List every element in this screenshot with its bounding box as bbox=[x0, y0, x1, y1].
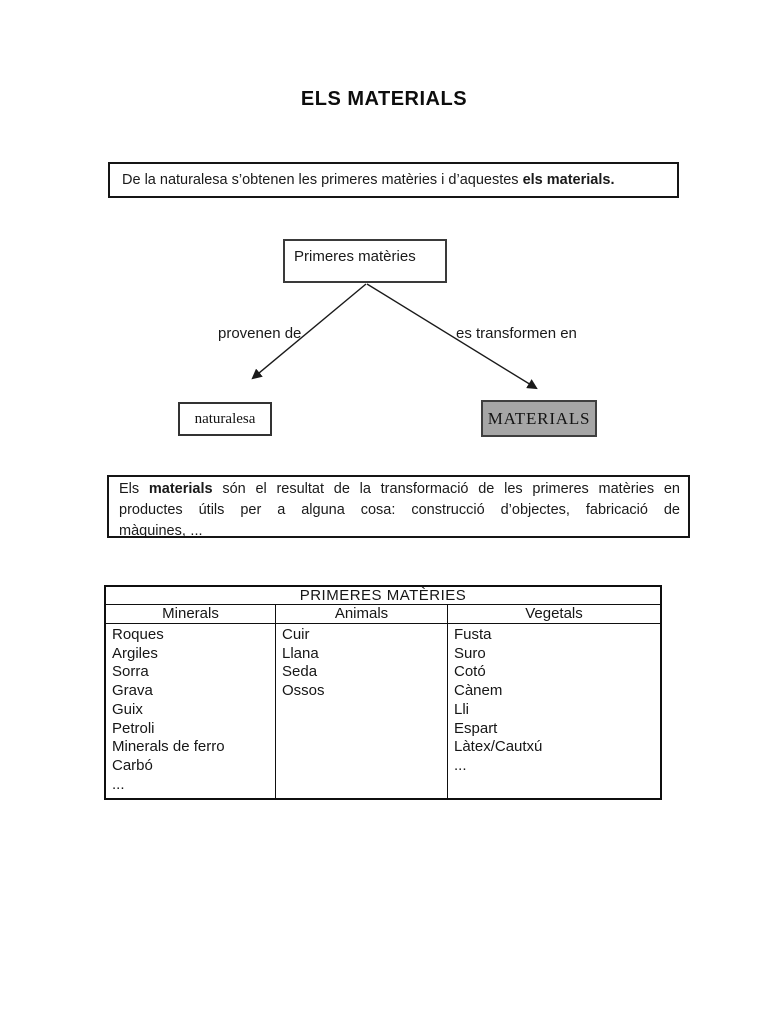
definition-line-1: Els materials són el resultat de la tran… bbox=[119, 479, 680, 500]
definition-line-3: màquines, ... bbox=[119, 523, 203, 538]
list-item: Làtex/Cautxú bbox=[454, 738, 543, 756]
column-header-vegetals: Vegetals bbox=[447, 605, 660, 624]
definition-line-1-start: Els bbox=[119, 481, 149, 497]
edge-label-provenen-de: provenen de bbox=[218, 325, 302, 342]
column-header-animals: Animals bbox=[275, 605, 447, 624]
list-item: Seda bbox=[282, 663, 318, 681]
definition-box: Els materials són el resultat de la tran… bbox=[107, 475, 690, 538]
list-item: Guix bbox=[112, 700, 143, 718]
list-item: Argiles bbox=[112, 644, 158, 662]
list-item: Carbó bbox=[112, 756, 153, 774]
definition-line-1-bold: materials bbox=[148, 481, 213, 497]
diagram-node-materials: MATERIALS bbox=[481, 400, 597, 437]
list-item: Suro bbox=[454, 644, 486, 662]
intro-text-bold: els materials. bbox=[522, 172, 615, 188]
list-item: Minerals de ferro bbox=[112, 738, 225, 756]
table-header-row: Minerals Animals Vegetals bbox=[106, 605, 660, 624]
list-item: Llana bbox=[282, 644, 319, 662]
list-item: Cuir bbox=[282, 626, 310, 643]
list-item: Ossos bbox=[282, 682, 325, 700]
page-title: ELS MATERIALS bbox=[300, 88, 468, 110]
table-title: PRIMERES MATÈRIES bbox=[106, 587, 660, 605]
list-item: Lli bbox=[454, 700, 470, 718]
definition-line-2: productes útils per a alguna cosa: const… bbox=[119, 502, 680, 518]
list-item: ... bbox=[112, 775, 125, 793]
edge-label-es-transformen-en: es transformen en bbox=[456, 325, 577, 342]
list-item: Roques bbox=[112, 626, 164, 643]
list-item: Fusta bbox=[454, 626, 492, 643]
primeres-materies-table: PRIMERES MATÈRIES Minerals Animals Veget… bbox=[104, 585, 662, 801]
intro-box: De la naturalesa s’obtenen les primeres … bbox=[108, 162, 679, 198]
list-item: Cànem bbox=[454, 682, 503, 700]
list-item: Sorra bbox=[112, 663, 149, 681]
intro-text: De la naturalesa s’obtenen les primeres … bbox=[122, 172, 523, 188]
diagram-node-primeres-materies: Primeres matèries bbox=[283, 239, 447, 283]
diagram-node-naturalesa: naturalesa bbox=[178, 402, 272, 436]
list-item: ... bbox=[454, 756, 467, 774]
column-header-minerals: Minerals bbox=[106, 605, 275, 624]
list-item: Petroli bbox=[112, 719, 155, 737]
definition-line-1-end: són el resultat de la transformació de l… bbox=[212, 481, 680, 497]
list-item: Cotó bbox=[454, 663, 486, 681]
list-item: Espart bbox=[454, 719, 498, 737]
list-item: Grava bbox=[112, 682, 153, 700]
